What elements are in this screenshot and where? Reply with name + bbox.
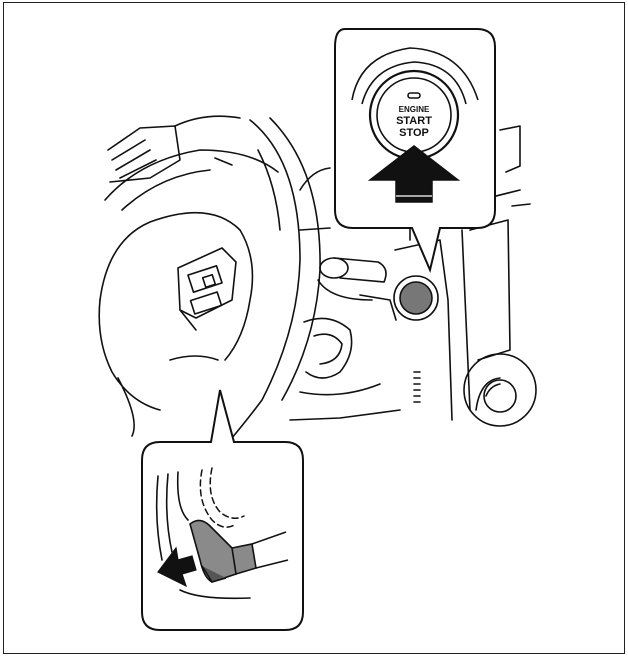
engine-button-on-dash xyxy=(394,276,438,320)
pedal-callout xyxy=(142,390,303,630)
button-label-start: START xyxy=(396,115,432,127)
button-label-engine: ENGINE xyxy=(399,105,430,114)
button-callout: ENGINE START STOP xyxy=(335,29,495,270)
button-label-stop: STOP xyxy=(399,127,429,139)
